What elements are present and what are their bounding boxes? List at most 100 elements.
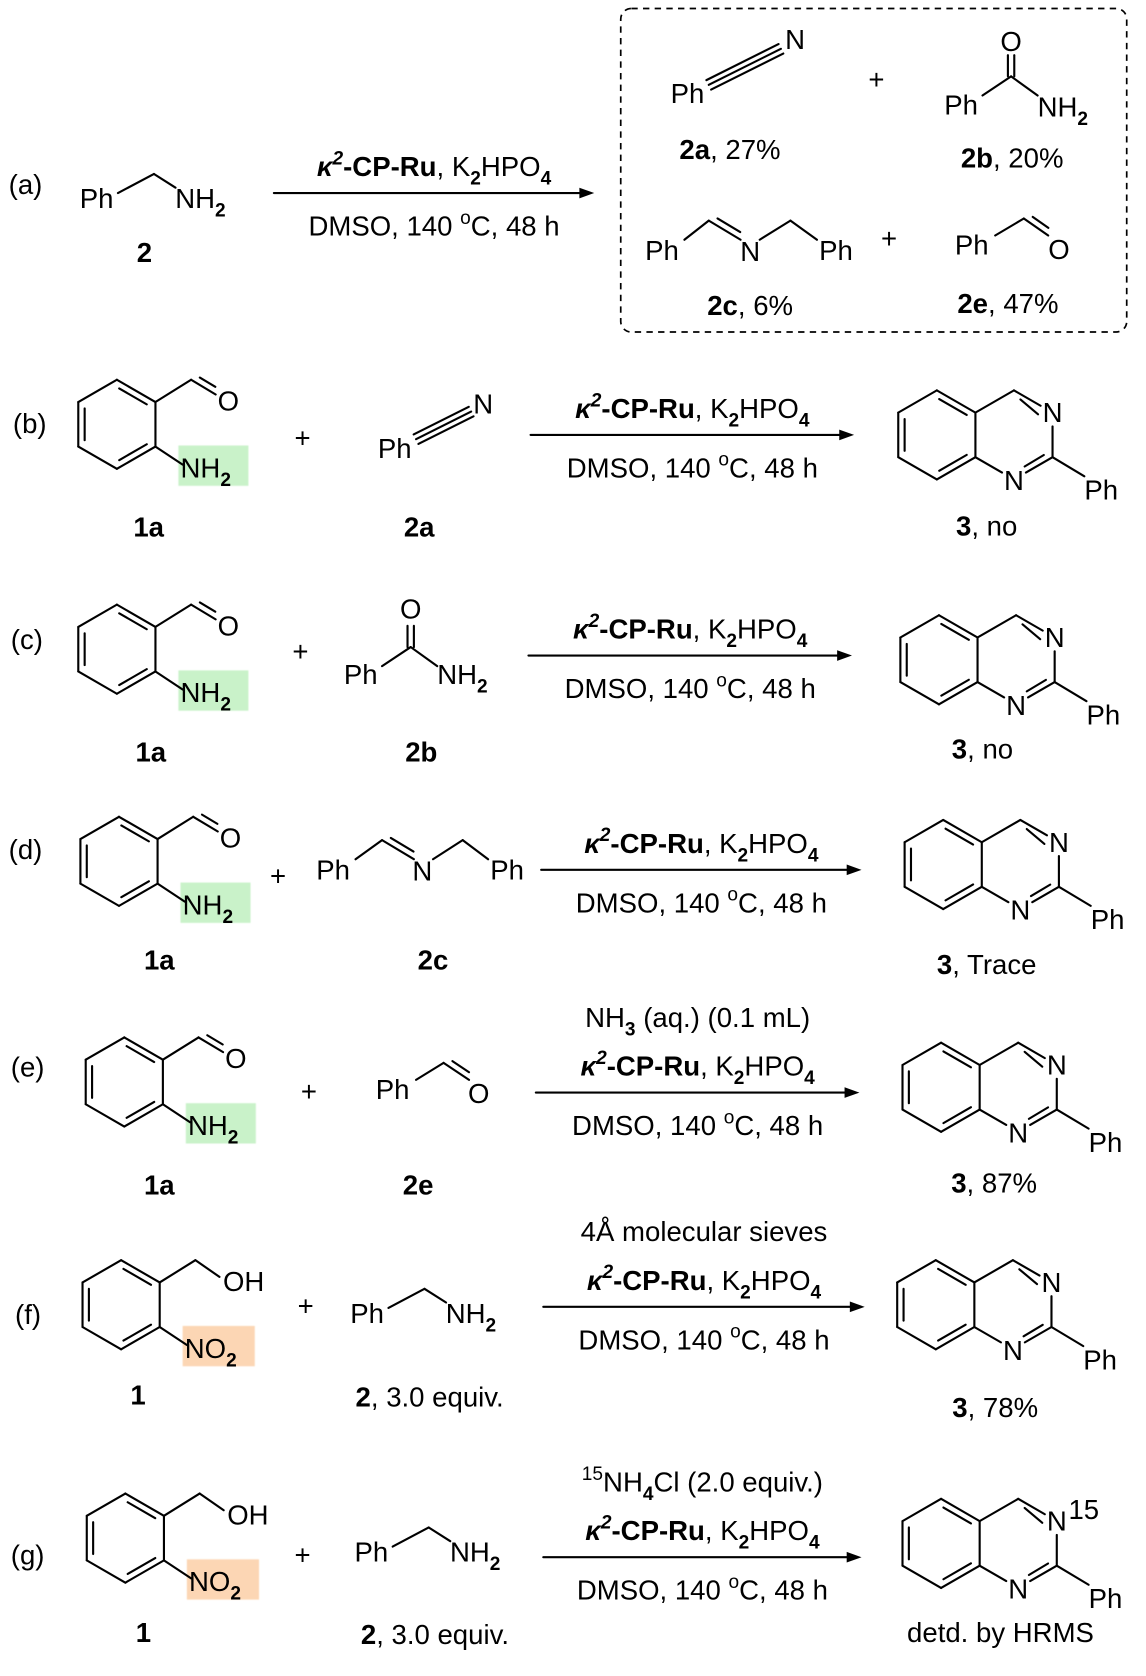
nh2-group-part: 2 [222,907,233,928]
double-bond-inner [942,1106,973,1125]
compound-label: 2e [403,1169,434,1200]
bond [978,1564,1008,1583]
ring-bond [117,882,159,907]
phenyl-label-part: Ph [354,1536,388,1567]
bond [994,217,1025,237]
product-detection-note: detd. by HRMS [907,1617,1094,1648]
catalyst-conditions-part: -CP-Ru [610,828,703,859]
double-bond-inner [122,1323,153,1342]
solvent-temperature-time-part: o [716,670,727,691]
scheme-label-g: (g) [11,1540,45,1571]
compound-label: 1a [144,1169,175,1200]
bond [162,1559,193,1580]
oxygen-atom-part: O [468,1078,489,1109]
scheme-label-f-part: (f) [15,1299,41,1330]
plus-sign: + [301,1076,317,1107]
n1-atom: N [1008,1574,1028,1605]
phenyl-label-part: Ph [350,1298,384,1329]
bond [974,456,1004,474]
compound-label-part: , 47% [988,288,1058,319]
catalyst-conditions-part: HPO [749,1515,809,1546]
compound-label-part: 2c [707,290,738,321]
phenyl-label-part: Ph [80,183,114,214]
compound-label-part: , no [971,511,1017,542]
additive: NH3 (aq.) (0.1 mL) [585,1002,810,1040]
catalyst-conditions-part: , K [437,151,471,182]
n1-atom-part: N [1003,1335,1023,1366]
ring-bond [84,1036,126,1061]
double-bond [206,1034,224,1046]
compound-label-part: 3 [956,511,971,542]
n3-atom-part: N [1043,397,1063,428]
n1-atom-part: N [1004,465,1024,496]
compound-label-part: , 3.0 equiv. [376,1619,509,1650]
scheme-label-a-part: (a) [9,169,43,200]
phenyl-label: Ph [671,78,705,109]
scheme-label-c-part: (c) [11,624,43,655]
triple-bond [710,52,785,91]
compound-label: 3, 78% [952,1392,1038,1423]
n3-atom: N [1043,397,1063,428]
compound-label: 3, 87% [951,1167,1037,1198]
plus-sign-part: + [294,1540,310,1571]
double-bond-inner [944,827,975,846]
nh2-group-part: NH [1038,92,1078,123]
ring-bond [899,681,941,706]
arrowhead [837,650,852,661]
bond [381,646,412,668]
nh2-group-part: NH [188,1110,228,1141]
bond [158,1325,188,1347]
catalyst-conditions-part: 4 [799,410,810,431]
bond [980,885,1010,904]
ring-bond [899,614,941,639]
compound-label: 2a, 27% [679,134,780,165]
additive-part: (aq.) (0.1 mL) [636,1002,811,1033]
plus-sign: + [292,636,308,667]
no2-group-part: 2 [226,1350,237,1371]
double-bond [198,601,217,613]
bond [1026,681,1056,699]
ring-bond [120,1325,161,1351]
phenyl-label: Ph [645,235,679,266]
bond [461,839,490,861]
n3-atom: N [1047,1506,1067,1537]
double-bond [198,376,217,388]
ring-bond [940,1497,981,1523]
ring-bond [81,1325,123,1351]
double-bond-inner [1023,1506,1044,1524]
double-bond [200,813,219,825]
nh2-group-part: 2 [228,1127,239,1148]
oxygen-atom-part: O [218,386,239,417]
compound-label-part: , 87% [967,1167,1037,1198]
n1-atom: N [1008,1117,1028,1148]
catalyst-conditions-part: κ [587,1265,604,1296]
double-bond-inner [1025,678,1047,693]
catalyst-conditions-part: -CP-Ru [343,151,436,182]
ring-bond [935,389,977,414]
catalyst-conditions-part: HPO [744,1051,804,1082]
compound-label-part: 3 [937,949,952,980]
bond [976,681,1006,699]
compound-label: 2b, 20% [961,143,1064,174]
bond [161,1103,192,1124]
bond [1010,75,1039,97]
catalyst-conditions-part: 2 [729,410,740,431]
phenyl-label-part: Ph [344,659,378,690]
no2-group: NO2 [185,1333,237,1371]
oxygen-atom-part: O [1048,234,1069,265]
solvent-temperature-time-part: DMSO, 140 [308,210,460,241]
plus-sign-part: + [298,1290,314,1321]
bond [116,172,156,195]
solvent-temperature-time-part: C, 48 h [471,210,560,241]
plus-sign-part: + [270,861,286,892]
bond [1055,1564,1090,1586]
ring-bond [934,1259,976,1284]
solvent-temperature-time-part: C, 48 h [729,452,818,483]
oxygen-atom-part: O [225,1043,246,1074]
phenyl-label: Ph [1083,1344,1117,1375]
ring-bond [115,670,157,695]
double-bond-inner [122,1267,153,1286]
catalyst-conditions-part: , K [693,614,727,645]
catalyst-conditions: κ2-CP-Ru, K2HPO4 [317,148,552,189]
no2-highlight [182,1325,255,1367]
